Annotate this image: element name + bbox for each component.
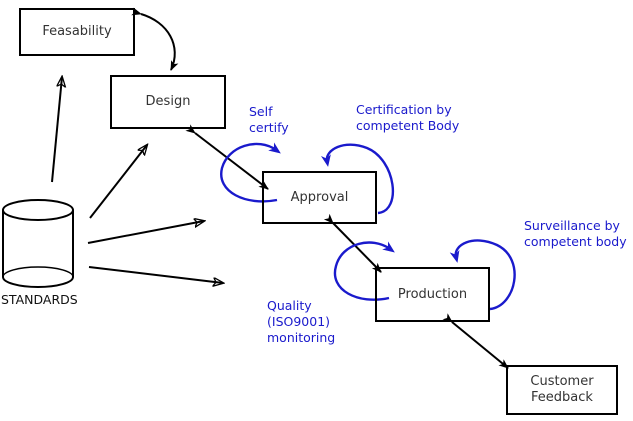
node-production-label: Production — [397, 286, 468, 302]
edge-design-approval — [185, 124, 269, 190]
loop-certification-body — [321, 143, 394, 215]
edge-standards-approval — [87, 221, 204, 244]
edge-standards-feasability — [51, 77, 62, 183]
node-standards-label: STANDARDS — [1, 292, 78, 307]
edge-feasability-design — [131, 7, 179, 71]
node-feasability[interactable]: Feasability — [19, 8, 135, 56]
loop-surveillance-body — [449, 239, 516, 311]
loop-self-certify — [220, 142, 281, 203]
node-customer-feedback[interactable]: Customer Feedback — [506, 365, 618, 415]
annotation-surveillance-body: Surveillance by competent body — [524, 218, 627, 249]
node-customer-feedback-label: Customer Feedback — [530, 374, 594, 405]
edge-approval-production — [323, 213, 382, 273]
annotation-certification-body: Certification by competent Body — [356, 102, 460, 133]
annotation-quality-monitoring: Quality (ISO9001) monitoring — [267, 298, 336, 345]
node-feasability-label: Feasability — [42, 24, 112, 39]
edge-standards-production — [88, 266, 223, 283]
edge-production-customer — [442, 313, 509, 369]
node-design-label: Design — [145, 94, 191, 109]
loop-quality-monitoring — [333, 241, 395, 301]
node-production[interactable]: Production — [375, 267, 490, 322]
node-approval-label: Approval — [290, 189, 349, 205]
standards-cylinder-shape — [2, 199, 74, 288]
annotation-self-certify: Self certify — [249, 104, 289, 135]
node-design[interactable]: Design — [110, 75, 226, 129]
edge-standards-design — [89, 145, 147, 219]
node-approval[interactable]: Approval — [262, 171, 377, 224]
